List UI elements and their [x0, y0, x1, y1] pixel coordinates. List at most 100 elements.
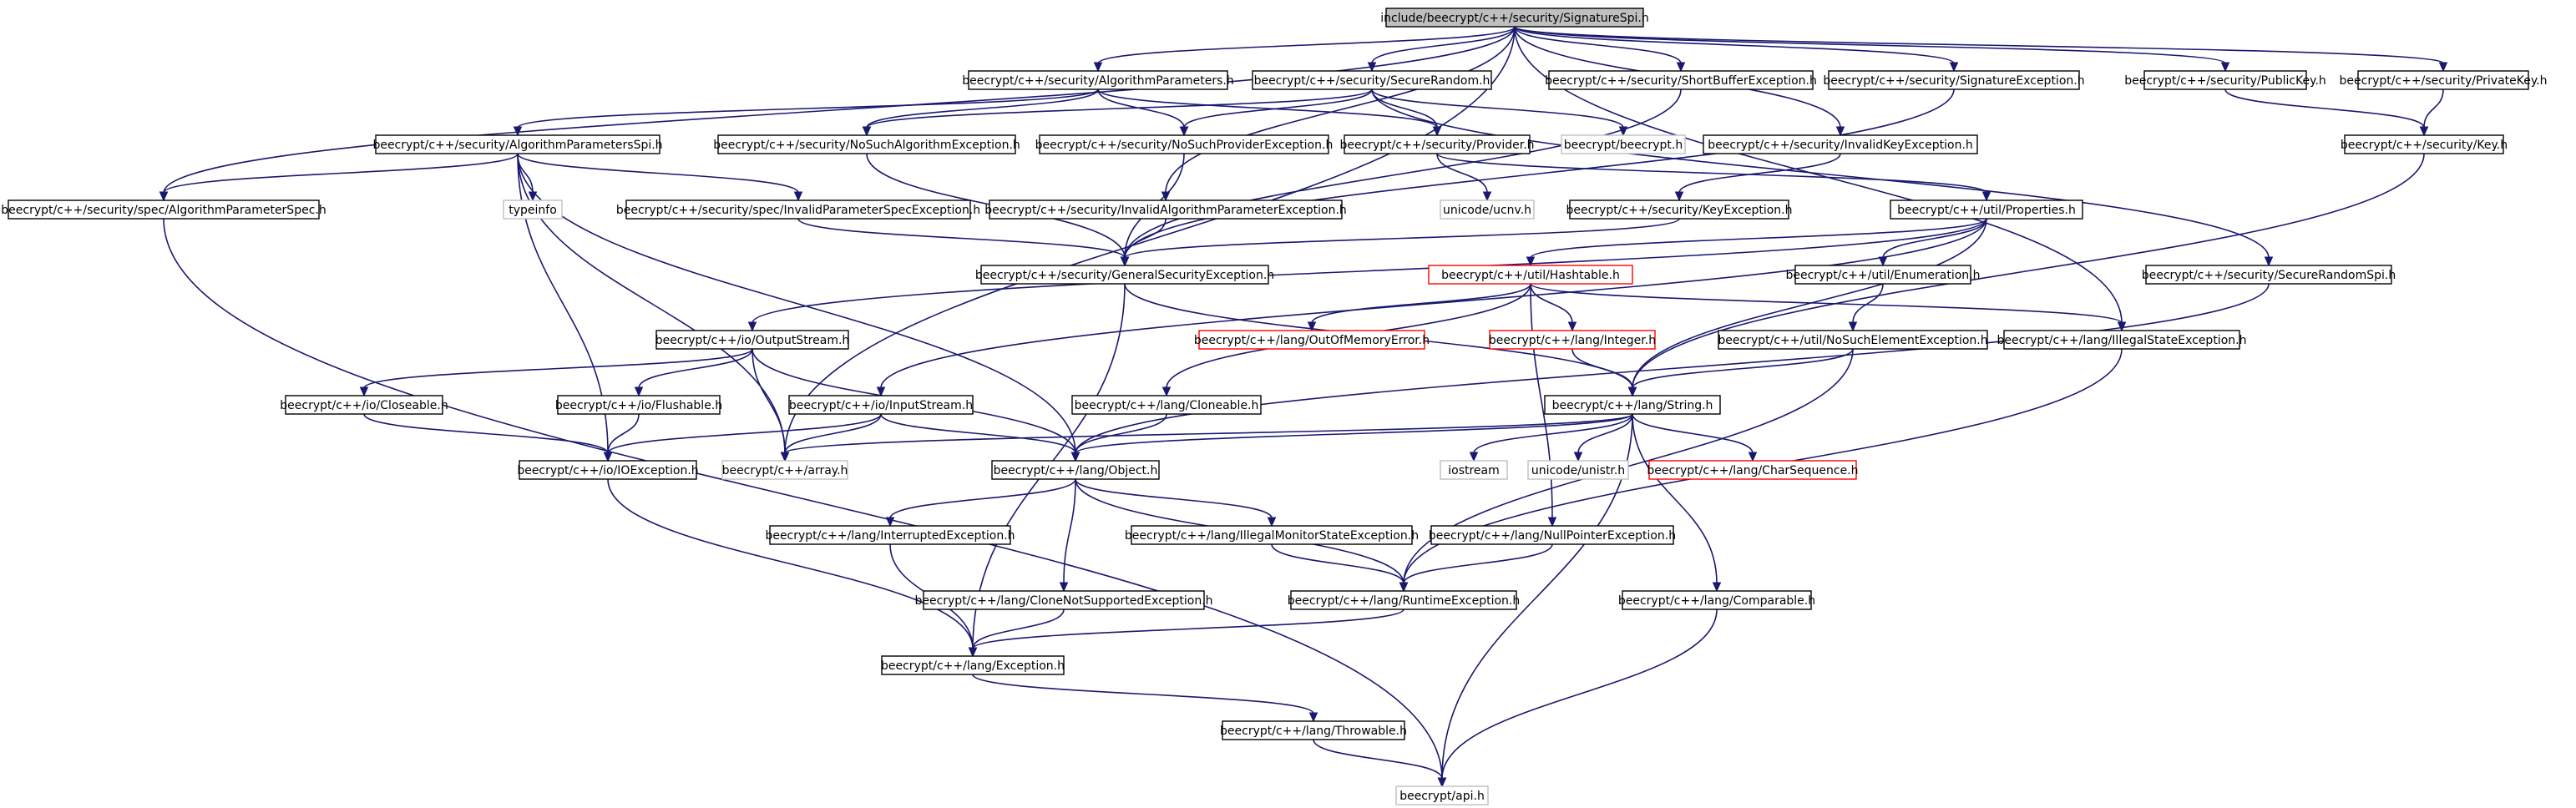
node-label: beecrypt/c++/security/SignatureException…	[1823, 74, 2084, 88]
node-label: beecrypt/c++/io/Closeable.h	[280, 399, 448, 412]
node-beecrypt-c-security-algorithmparametersspi-h[interactable]: beecrypt/c++/security/AlgorithmParameter…	[372, 134, 663, 154]
edge-inStream-to-ioExc	[603, 413, 882, 462]
node-label: beecrypt/c++/util/Hashtable.h	[1441, 269, 1620, 282]
node-beecrypt-c-security-spec-invalidparameterspecexception-h[interactable]: beecrypt/c++/security/spec/InvalidParame…	[616, 199, 980, 220]
node-beecrypt-c-security-securerandomspi-h[interactable]: beecrypt/c++/security/SecureRandomSpi.h	[2142, 265, 2396, 285]
edge-algParams-to-noSuchAlg	[862, 88, 1099, 137]
node-label: beecrypt/c++/lang/OutOfMemoryError.h	[1194, 334, 1430, 347]
node-beecrypt-c-util-enumeration-h[interactable]: beecrypt/c++/util/Enumeration.h	[1786, 265, 1981, 285]
node-beecrypt-c-security-nosuchalgorithmexception-h[interactable]: beecrypt/c++/security/NoSuchAlgorithmExc…	[713, 134, 1020, 154]
edge-shortBuf-to-genSec	[1120, 88, 1682, 267]
node-beecrypt-c-io-ioexception-h[interactable]: beecrypt/c++/io/IOException.h	[517, 460, 699, 480]
node-beecrypt-c-lang-cloneable-h[interactable]: beecrypt/c++/lang/Cloneable.h	[1071, 395, 1262, 415]
node-beecrypt-c-lang-interruptedexception-h[interactable]: beecrypt/c++/lang/InterruptedException.h	[765, 525, 1015, 545]
node-beecrypt-c-lang-outofmemoryerror-h[interactable]: beecrypt/c++/lang/OutOfMemoryError.h	[1194, 330, 1430, 350]
node-beecrypt-c-array-h: beecrypt/c++/array.h	[721, 460, 848, 480]
node-label: beecrypt/c++/io/OutputStream.h	[655, 334, 850, 347]
node-beecrypt-c-util-properties-h[interactable]: beecrypt/c++/util/Properties.h	[1890, 199, 2083, 220]
node-label: beecrypt/c++/security/PrivateKey.h	[2340, 74, 2548, 88]
node-beecrypt-c-security-key-h[interactable]: beecrypt/c++/security/Key.h	[2341, 134, 2508, 154]
edge-comparable-to-api	[1437, 609, 1718, 788]
node-include-beecrypt-c-security-signaturespi-h[interactable]: include/beecrypt/c++/security/SignatureS…	[1380, 8, 1649, 28]
node-beecrypt-c-security-algorithmparameters-h[interactable]: beecrypt/c++/security/AlgorithmParameter…	[962, 70, 1234, 90]
node-label: beecrypt/c++/util/Properties.h	[1897, 204, 2076, 217]
node-label: beecrypt/c++/lang/Exception.h	[881, 659, 1065, 673]
node-label: beecrypt/c++/lang/Comparable.h	[1618, 594, 1815, 608]
node-beecrypt-c-lang-comparable-h[interactable]: beecrypt/c++/lang/Comparable.h	[1618, 590, 1815, 610]
node-unicode-ucnv-h: unicode/ucnv.h	[1440, 199, 1535, 220]
node-beecrypt-c-lang-nullpointerexception-h[interactable]: beecrypt/c++/lang/NullPointerException.h	[1429, 525, 1676, 545]
node-label: beecrypt/c++/lang/CharSequence.h	[1647, 464, 1858, 477]
node-beecrypt-c-security-provider-h[interactable]: beecrypt/c++/security/Provider.h	[1339, 134, 1535, 154]
node-beecrypt-c-security-privatekey-h[interactable]: beecrypt/c++/security/PrivateKey.h	[2340, 70, 2548, 90]
node-label: beecrypt/c++/lang/IllegalMonitorStateExc…	[1125, 529, 1419, 543]
node-label: beecrypt/c++/lang/RuntimeException.h	[1288, 594, 1520, 608]
edge-algParamsSpi-to-algParamSpec	[159, 153, 519, 202]
node-beecrypt-c-lang-runtimeexception-h[interactable]: beecrypt/c++/lang/RuntimeException.h	[1288, 590, 1520, 610]
edge-runtime-to-exception	[968, 609, 1404, 658]
node-beecrypt-c-lang-string-h[interactable]: beecrypt/c++/lang/String.h	[1544, 395, 1721, 415]
edge-root-to-algParams	[1093, 26, 1516, 73]
edge-outStream-to-closeable	[359, 348, 753, 397]
edge-nullPtr-to-runtime	[1399, 543, 1553, 593]
edge-props-to-enumH	[1878, 218, 1987, 267]
node-beecrypt-c-security-nosuchproviderexception-h[interactable]: beecrypt/c++/security/NoSuchProviderExce…	[1035, 134, 1334, 154]
node-label: beecrypt/c++/security/NoSuchProviderExce…	[1035, 139, 1334, 152]
edge-algParamsSpi-to-arrayH	[517, 153, 790, 462]
node-beecrypt-c-io-closeable-h[interactable]: beecrypt/c++/io/Closeable.h	[280, 395, 448, 415]
node-beecrypt-c-lang-integer-h[interactable]: beecrypt/c++/lang/Integer.h	[1489, 330, 1656, 350]
node-beecrypt-c-lang-illegalstateexception-h[interactable]: beecrypt/c++/lang/IllegalStateException.…	[1997, 330, 2247, 350]
node-beecrypt-c-security-invalidkeyexception-h[interactable]: beecrypt/c++/security/InvalidKeyExceptio…	[1703, 134, 1978, 154]
node-label: beecrypt/c++/util/NoSuchElementException…	[1718, 334, 1987, 347]
node-label: beecrypt/beecrypt.h	[1564, 139, 1683, 152]
node-label: beecrypt/c++/util/Enumeration.h	[1786, 269, 1981, 282]
edge-keyExc-to-genSec	[1120, 218, 1680, 267]
edge-string-to-arrayH	[780, 413, 1633, 462]
node-beecrypt-c-io-flushable-h[interactable]: beecrypt/c++/io/Flushable.h	[555, 395, 722, 415]
node-label: beecrypt/c++/security/SecureRandom.h	[1254, 74, 1490, 88]
edge-cloneNotSup-to-exception	[968, 609, 1065, 658]
node-beecrypt-c-lang-charsequence-h[interactable]: beecrypt/c++/lang/CharSequence.h	[1647, 460, 1859, 480]
edge-root-to-invAlgParam	[1161, 26, 1516, 202]
node-beecrypt-c-security-invalidalgorithmparameterexception-h[interactable]: beecrypt/c++/security/InvalidAlgorithmPa…	[984, 199, 1347, 220]
edge-props-to-outStream	[747, 218, 1987, 332]
node-beecrypt-c-security-securerandom-h[interactable]: beecrypt/c++/security/SecureRandom.h	[1252, 70, 1492, 90]
node-unicode-unistr-h: unicode/unistr.h	[1527, 460, 1629, 480]
edge-props-to-hashtable	[1526, 218, 1987, 267]
edge-noSuchElem-to-string	[1627, 348, 1854, 397]
node-beecrypt-c-io-outputstream-h[interactable]: beecrypt/c++/io/OutputStream.h	[655, 330, 850, 350]
node-beecrypt-c-lang-illegalmonitorstateexception-h[interactable]: beecrypt/c++/lang/IllegalMonitorStateExc…	[1125, 525, 1419, 545]
node-beecrypt-c-security-keyexception-h[interactable]: beecrypt/c++/security/KeyException.h	[1566, 199, 1793, 220]
node-beecrypt-c-security-publickey-h[interactable]: beecrypt/c++/security/PublicKey.h	[2124, 70, 2326, 90]
node-beecrypt-c-io-inputstream-h[interactable]: beecrypt/c++/io/InputStream.h	[788, 395, 974, 415]
node-label: beecrypt/c++/security/spec/AlgorithmPara…	[1, 204, 326, 217]
edge-secRandom-to-secRandSpi	[1371, 88, 2274, 267]
node-beecrypt-c-lang-throwable-h[interactable]: beecrypt/c++/lang/Throwable.h	[1220, 720, 1407, 740]
edge-invAlgParam-to-genSec	[1120, 218, 1167, 267]
node-beecrypt-c-security-signatureexception-h[interactable]: beecrypt/c++/security/SignatureException…	[1823, 70, 2085, 90]
node-label: beecrypt/c++/security/SecureRandomSpi.h	[2142, 269, 2396, 282]
edge-object-to-illegalMon	[1075, 478, 1277, 528]
node-beecrypt-c-util-hashtable-h[interactable]: beecrypt/c++/util/Hashtable.h	[1428, 265, 1633, 285]
edge-object-to-interrupted	[885, 478, 1076, 528]
node-beecrypt-c-security-shortbufferexception-h[interactable]: beecrypt/c++/security/ShortBufferExcepti…	[1545, 70, 1817, 90]
edge-algParamsSpi-to-ioExc	[517, 153, 613, 462]
edge-string-to-comparable	[1632, 413, 1722, 593]
node-beecrypt-c-lang-clonenotsupportedexception-h[interactable]: beecrypt/c++/lang/CloneNotSupportedExcep…	[914, 590, 1213, 610]
node-beecrypt-c-security-generalsecurityexception-h[interactable]: beecrypt/c++/security/GeneralSecurityExc…	[975, 265, 1274, 285]
node-beecrypt-c-lang-exception-h[interactable]: beecrypt/c++/lang/Exception.h	[881, 655, 1065, 675]
node-label: beecrypt/c++/security/ShortBufferExcepti…	[1545, 74, 1817, 88]
node-label: unicode/unistr.h	[1531, 464, 1625, 477]
node-label: beecrypt/c++/lang/IllegalStateException.…	[1997, 334, 2247, 347]
edge-hashtable-to-integer	[1530, 283, 1577, 332]
node-beecrypt-c-lang-object-h[interactable]: beecrypt/c++/lang/Object.h	[991, 460, 1160, 480]
node-label: beecrypt/c++/security/AlgorithmParameter…	[372, 139, 662, 152]
node-label: beecrypt/c++/security/KeyException.h	[1566, 204, 1792, 217]
node-beecrypt-c-security-spec-algorithmparameterspec-h[interactable]: beecrypt/c++/security/spec/AlgorithmPara…	[1, 199, 326, 220]
edge-secRandom-to-noSuchAlg	[862, 88, 1373, 137]
node-beecrypt-c-util-nosuchelementexception-h[interactable]: beecrypt/c++/util/NoSuchElementException…	[1718, 330, 1988, 350]
node-label: beecrypt/c++/lang/Cloneable.h	[1075, 399, 1259, 412]
node-label: beecrypt/c++/security/spec/InvalidParame…	[616, 204, 980, 217]
edge-outStream-to-flushable	[634, 348, 753, 397]
